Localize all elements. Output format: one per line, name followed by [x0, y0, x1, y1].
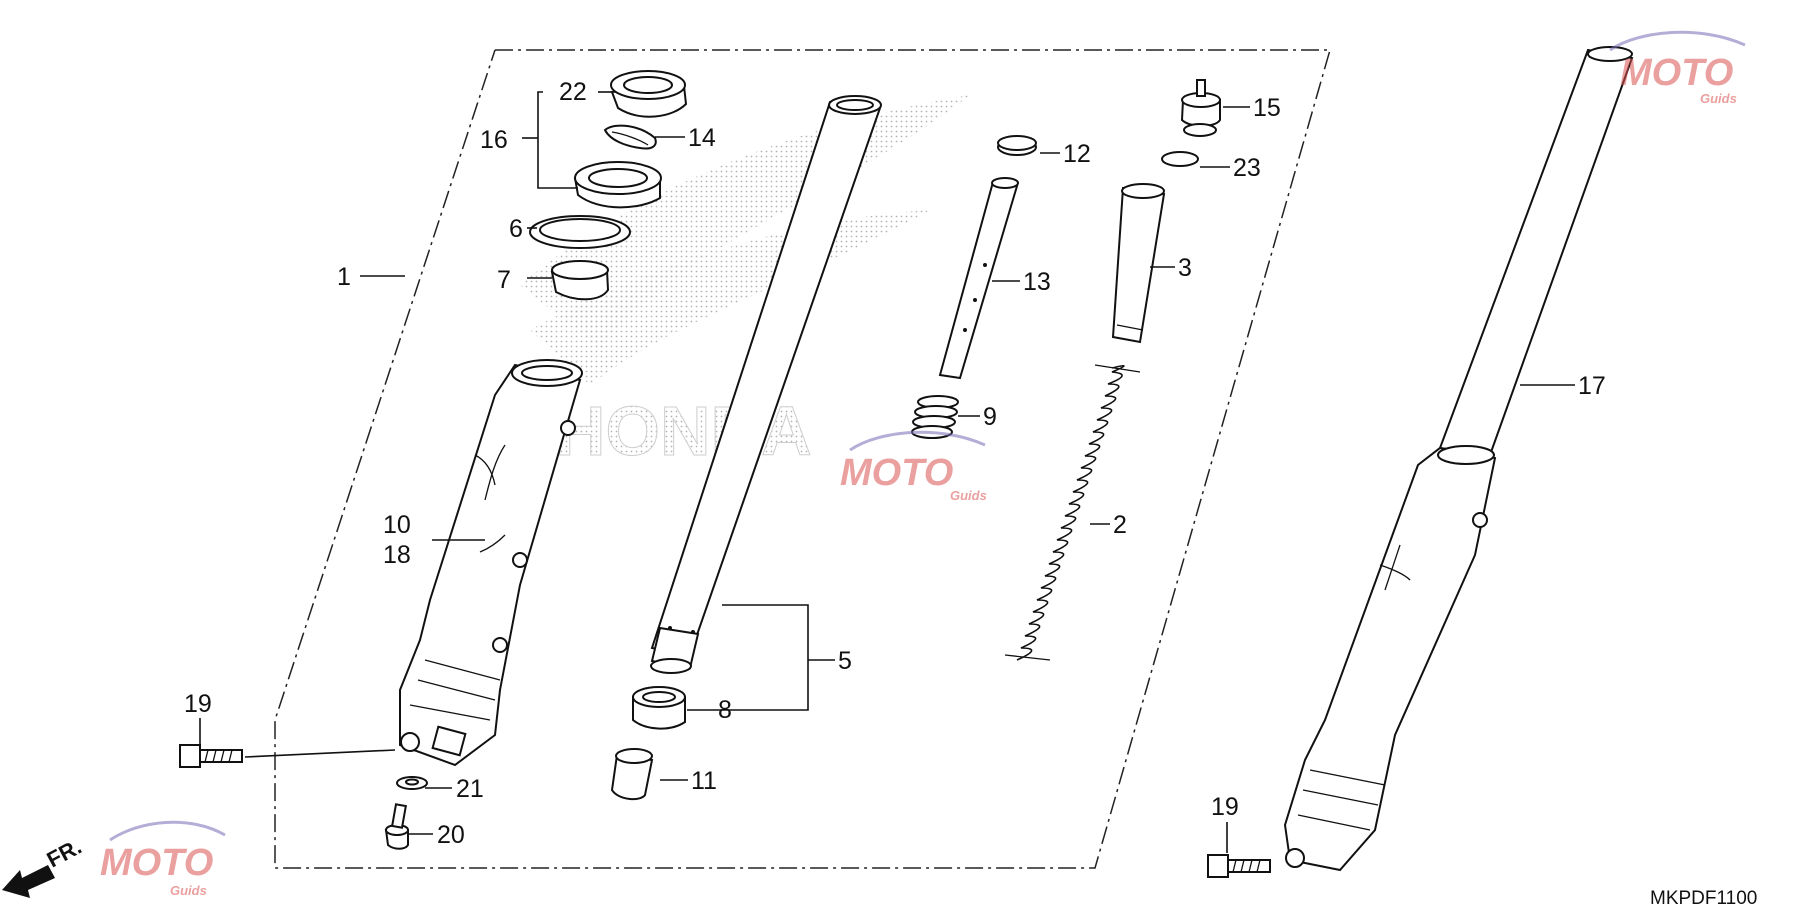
flange-bolt-19-left	[179, 744, 243, 768]
svg-text:MOTO: MOTO	[1620, 52, 1733, 94]
callout-21: 21	[456, 775, 484, 803]
callout-10: 10	[383, 511, 411, 539]
callout-2: 2	[1113, 511, 1127, 539]
svg-text:MOTO: MOTO	[840, 452, 953, 494]
socket-bolt-20	[384, 803, 409, 850]
callout-22: 22	[559, 78, 587, 106]
fork-spring-2	[1004, 364, 1141, 661]
slide-bushing-8	[632, 686, 686, 730]
diagram-code: MKPDF1100	[1650, 888, 1757, 909]
callout-17: 17	[1578, 372, 1606, 400]
callout-15: 15	[1253, 94, 1281, 122]
callout-3: 3	[1178, 254, 1192, 282]
svg-text:Guids: Guids	[950, 488, 987, 503]
callout-7: 7	[497, 266, 511, 294]
callout-19-right: 19	[1211, 793, 1239, 821]
o-ring-23	[1161, 151, 1199, 167]
watermark-top-right: MOTO Guids	[1609, 30, 1746, 106]
oil-lock-piece-11	[610, 748, 654, 801]
callout-9: 9	[983, 403, 997, 431]
arrow-left-icon	[2, 865, 55, 898]
oil-seal-16	[573, 161, 662, 209]
spring-collar-3	[1111, 183, 1166, 344]
guide-bushing-7	[550, 260, 610, 301]
callout-19-left: 19	[184, 690, 212, 718]
callout-11: 11	[691, 767, 717, 795]
svg-text:Guids: Guids	[170, 883, 207, 898]
fork-slider-10	[399, 359, 583, 767]
callout-1: 1	[337, 263, 351, 291]
callout-5: 5	[838, 647, 852, 675]
fork-inner-tube-5	[650, 95, 882, 674]
callout-14: 14	[688, 124, 716, 152]
callout-8: 8	[718, 696, 732, 724]
callout-16: 16	[480, 126, 508, 154]
sealing-washer-21	[396, 776, 428, 790]
callout-18: 18	[383, 541, 411, 569]
svg-text:Guids: Guids	[1700, 91, 1737, 106]
leader-lines	[199, 91, 1575, 853]
damper-rod-13	[938, 177, 1019, 380]
stopper-ring-14	[603, 124, 657, 150]
callout-labels: 22 14 16 6 7 1 10 18 5 8 11 12 13 9 15 2…	[184, 78, 1606, 849]
piston-ring-12	[997, 135, 1037, 156]
watermark-center: MOTO Guids	[840, 430, 987, 503]
watermark-bottom-left: MOTO Guids	[100, 820, 226, 898]
flange-bolt-19-right	[1207, 854, 1271, 878]
back-up-ring-6	[529, 215, 631, 249]
callout-12: 12	[1063, 140, 1091, 168]
rebound-spring-9	[911, 395, 959, 439]
front-label: FR.	[43, 834, 86, 873]
assembly-boundary	[274, 49, 1331, 869]
dust-seal-22	[610, 70, 688, 118]
callout-23: 23	[1233, 154, 1261, 182]
callout-20: 20	[437, 821, 465, 849]
fork-bolt-15	[1180, 79, 1221, 137]
svg-text:MOTO: MOTO	[100, 842, 213, 884]
fork-assembly-17	[1283, 46, 1634, 872]
callout-6: 6	[509, 215, 523, 243]
front-direction-arrow: FR.	[2, 834, 86, 898]
callout-13: 13	[1023, 268, 1051, 296]
leader-19-left	[244, 749, 396, 758]
